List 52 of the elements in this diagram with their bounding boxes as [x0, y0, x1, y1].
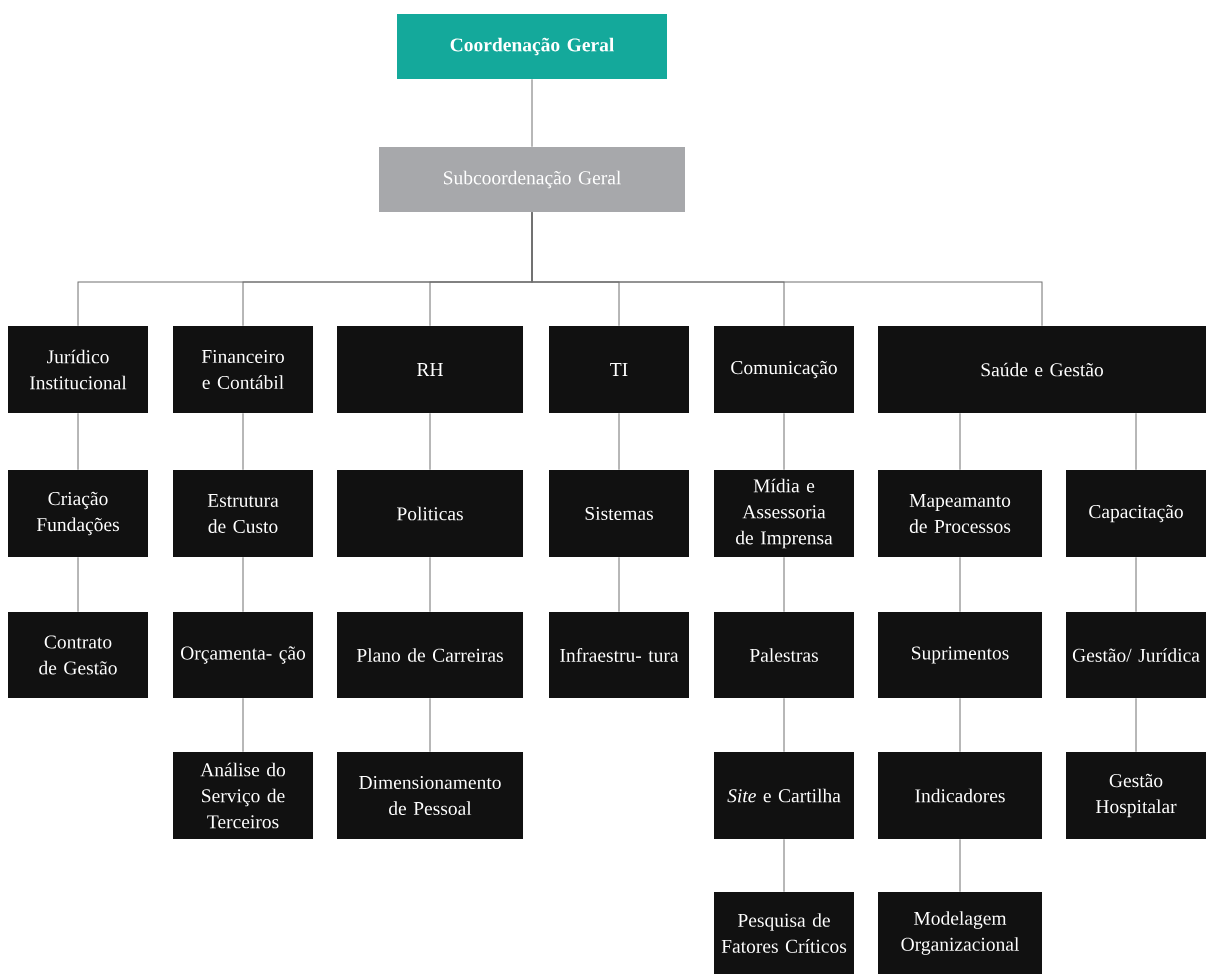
connector-line [531, 78, 533, 148]
connector-line [242, 556, 244, 613]
department-box: Gestão Hospitalar [1066, 752, 1206, 839]
department-box: Politicas [337, 470, 523, 557]
connector-line [959, 697, 961, 753]
department-box: Mapeamanto de Processos [878, 470, 1042, 557]
department-box: Capacitação [1066, 470, 1206, 557]
connector-line [783, 556, 785, 613]
department-box: TI [549, 326, 689, 413]
department-box: Orçamenta- ção [173, 612, 313, 698]
title-box: Coordenação Geral [397, 14, 667, 79]
department-box: Modelagem Organizacional [878, 892, 1042, 974]
connector-line [783, 412, 785, 471]
department-box: Dimensionamento de Pessoal [337, 752, 523, 839]
connector-line [783, 838, 785, 893]
connector-line [1135, 697, 1137, 753]
connector-line [783, 697, 785, 753]
connector-line [959, 556, 961, 613]
connector-line [242, 412, 244, 471]
department-box: Palestras [714, 612, 854, 698]
department-box: Mídia e Assessoria de Imprensa [714, 470, 854, 557]
department-box: Sistemas [549, 470, 689, 557]
connector-line [77, 556, 79, 613]
connector-line [618, 556, 620, 613]
department-box: Saúde e Gestão [878, 326, 1206, 413]
connector-line [959, 838, 961, 893]
department-box: Análise do Serviço de Terceiros [173, 752, 313, 839]
connector-line [429, 697, 431, 753]
department-box: Financeiro e Contábil [173, 326, 313, 413]
department-box: RH [337, 326, 523, 413]
department-box: Jurídico Institucional [8, 326, 148, 413]
department-box: Pesquisa de Fatores Críticos [714, 892, 854, 974]
connector-line [959, 412, 961, 471]
connector-line [1135, 556, 1137, 613]
department-box: Site e Cartilha [714, 752, 854, 839]
connector-line [429, 556, 431, 613]
connector-line [242, 697, 244, 753]
department-box: Estrutura de Custo [173, 470, 313, 557]
connector-line [531, 211, 1043, 327]
connector-line [618, 412, 620, 471]
department-box: Criação Fundações [8, 470, 148, 557]
connector-line [77, 412, 79, 471]
department-box: Plano de Carreiras [337, 612, 523, 698]
department-box: Gestão/ Jurídica [1066, 612, 1206, 698]
department-box: Contrato de Gestão [8, 612, 148, 698]
department-box: Indicadores [878, 752, 1042, 839]
department-box: Infraestru- tura [549, 612, 689, 698]
subtitle-box: Subcoordenação Geral [379, 147, 685, 212]
department-box: Suprimentos [878, 612, 1042, 698]
connector-line [1135, 412, 1137, 471]
department-box: Comunicação [714, 326, 854, 413]
connector-line [429, 412, 431, 471]
